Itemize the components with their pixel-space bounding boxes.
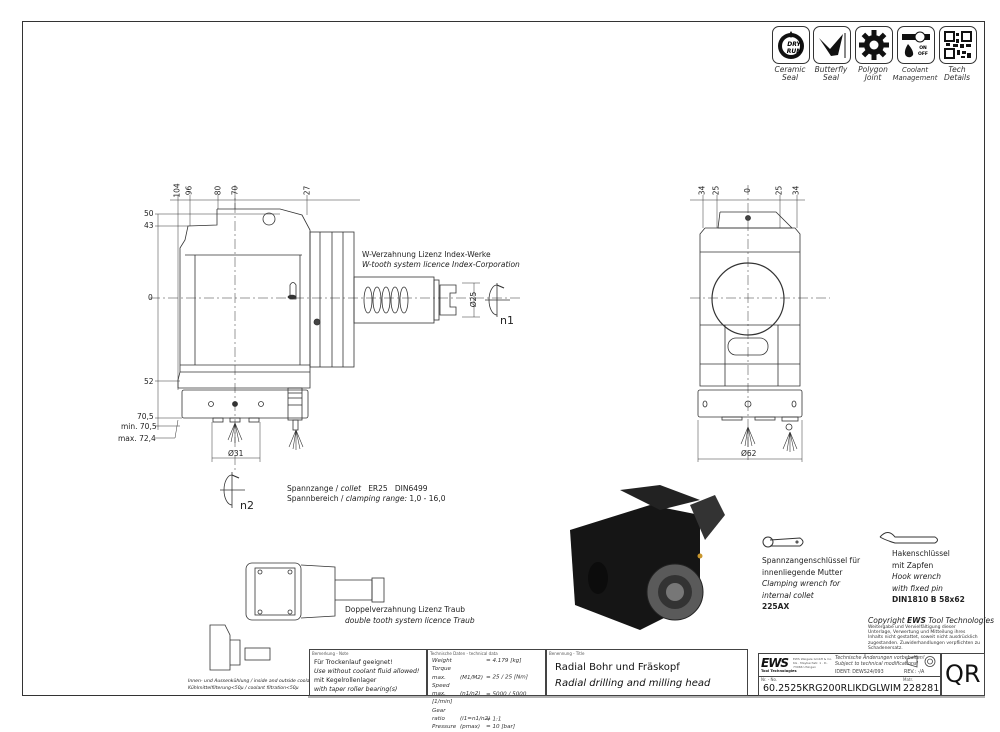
copyright-text: Weitergabe und Vervielfältigung dieser U… bbox=[868, 625, 980, 651]
tech-row: Gear ratio(i1=n1/n2)= 1:1 bbox=[432, 707, 502, 723]
side-view-body bbox=[177, 208, 457, 431]
tech-row: Speed max.(n1/n2)= 5000 / 5000 [1/min] bbox=[432, 682, 527, 706]
article-number: 60.2525KRG200RLIKDGLWIM bbox=[763, 683, 902, 694]
dim-104: 104 bbox=[172, 183, 182, 198]
ident-number: IDENT: DEWS24/093 bbox=[835, 670, 884, 675]
dim-34-right: 34 bbox=[791, 185, 801, 196]
technical-data-table: Weight= 4.179 [kg] Torque max.(M1/M2)= 2… bbox=[432, 657, 545, 732]
copyright-title: Copyright EWS Tool Technologies bbox=[868, 616, 995, 625]
remarks-list: Für Trockenlauf geeignet! Use without co… bbox=[314, 659, 420, 693]
technical-data-box: Technische Daten - technical data Weight… bbox=[427, 649, 546, 730]
coolant-icon: ON OFF bbox=[902, 31, 930, 58]
remarks-box: Bemerkung - Note Für Trockenlauf geeigne… bbox=[309, 649, 427, 696]
dim-96: 96 bbox=[184, 185, 194, 196]
rotation-arrow-n1 bbox=[485, 283, 510, 317]
title-box: Benennung - Title Radial Bohr und Fräsko… bbox=[546, 649, 748, 696]
title-en: Radial drilling and milling head bbox=[555, 678, 711, 689]
dim-max-72-4: max. 72,4 bbox=[118, 434, 156, 443]
dim-43: 43 bbox=[144, 221, 154, 230]
dim-34-left: 34 bbox=[697, 185, 707, 196]
title-header: Benennung - Title bbox=[549, 651, 585, 656]
tech-row: Torque max.(M1/M2)= 25 / 25 [Nm] bbox=[432, 666, 528, 681]
svg-text:OFF: OFF bbox=[918, 51, 928, 57]
rotation-label-n2: n2 bbox=[240, 499, 254, 512]
hook-wrench-icon bbox=[879, 532, 938, 544]
change-note-en: Subject to technical modifications! bbox=[835, 662, 919, 667]
gear-icon bbox=[859, 30, 889, 60]
remarks-header: Bemerkung - Note bbox=[312, 651, 349, 656]
title-de: Radial Bohr und Fräskopf bbox=[555, 662, 680, 673]
rotation-label-n1: n1 bbox=[500, 314, 514, 327]
qr-label: QR bbox=[945, 660, 981, 688]
ews-logo: EWS bbox=[761, 656, 789, 670]
feature-ceramic-seal[interactable]: DRY RUN bbox=[772, 26, 810, 64]
feature-butterfly-seal[interactable] bbox=[813, 26, 851, 64]
dim-80: 80 bbox=[213, 185, 223, 196]
dim-52: 52 bbox=[144, 377, 154, 386]
dim-70-5: 70,5 bbox=[137, 412, 154, 421]
qr-code-icon bbox=[944, 31, 972, 59]
ews-logo-sub: Tool Technologies bbox=[761, 669, 797, 673]
coolant-spray-lines bbox=[227, 422, 798, 452]
rotation-arrow-n2 bbox=[220, 472, 245, 508]
collet-wrench-icon bbox=[762, 536, 804, 548]
mat-header: Matr. bbox=[903, 677, 914, 682]
w-tooth-note-en: W-tooth system licence Index-Corporation bbox=[362, 260, 520, 269]
change-note-de: Technische Änderungen vorbehalten! bbox=[835, 656, 925, 661]
diameter-nose: Ø31 bbox=[228, 449, 244, 458]
traub-variant-view bbox=[209, 562, 385, 671]
isometric-render-image bbox=[570, 485, 725, 630]
tech-row: Weight= 4.179 [kg] bbox=[432, 658, 522, 664]
company-address: EWS Weigele GmbH & Co. KG · Maybachstr. … bbox=[793, 657, 833, 669]
svg-text:ON: ON bbox=[919, 45, 927, 51]
technical-data-header: Technische Daten - technical data bbox=[430, 651, 498, 656]
w-tooth-note-de: W-Verzahnung Lizenz Index-Werke bbox=[362, 250, 491, 259]
mat-number: 228281 bbox=[903, 683, 940, 694]
dim-70: 70 bbox=[230, 185, 240, 196]
number-header: Nr. - No. bbox=[761, 677, 778, 682]
svg-text:DRY: DRY bbox=[787, 41, 801, 48]
butterfly-seal-icon bbox=[819, 33, 846, 58]
traub-note-de: Doppelverzahnung Lizenz Traub bbox=[345, 605, 465, 614]
dim-25-right: 25 bbox=[774, 185, 784, 196]
dim-27: 27 bbox=[302, 185, 312, 196]
feature-tech-details[interactable] bbox=[939, 26, 977, 64]
revision: REV.: -/A bbox=[904, 670, 925, 675]
collet-spec: Spannzange / collet ER25 DIN6499 bbox=[287, 484, 428, 493]
dim-50: 50 bbox=[144, 209, 154, 218]
feature-coolant-management[interactable]: ON OFF bbox=[897, 26, 935, 64]
qr-box[interactable]: QR bbox=[941, 653, 985, 696]
svg-text:RUN: RUN bbox=[787, 48, 802, 55]
diameter-spindle: Ø25 bbox=[469, 291, 479, 308]
front-view-body bbox=[697, 211, 803, 431]
clamping-range: Spannbereich / clamping range: 1,0 - 16,… bbox=[287, 494, 446, 503]
dry-run-icon: DRY RUN bbox=[778, 31, 804, 59]
feature-polygon-joint[interactable] bbox=[855, 26, 893, 64]
company-box: EWS Tool Technologies EWS Weigele GmbH &… bbox=[758, 653, 942, 696]
dim-min-70-5: min. 70,5 bbox=[121, 422, 157, 431]
coolant-note-2: Kühlmittelfilterung<50µ / coolant filtra… bbox=[188, 686, 299, 691]
diameter-front: Ø62 bbox=[741, 449, 757, 458]
dim-0: 0 bbox=[148, 293, 153, 302]
traub-note-en: double tooth system licence Traub bbox=[345, 616, 475, 625]
coolant-note-1: Innen- und Aussenkühlung / inside and ou… bbox=[188, 679, 331, 684]
technical-drawing bbox=[150, 185, 985, 698]
projection-symbol-icon bbox=[906, 655, 936, 668]
dim-0-front: 0 bbox=[742, 188, 752, 193]
dim-25-left: 25 bbox=[711, 185, 721, 196]
spindle-serration bbox=[363, 286, 409, 314]
tech-row: Pressure(pmax)= 10 [bar] bbox=[432, 724, 516, 731]
